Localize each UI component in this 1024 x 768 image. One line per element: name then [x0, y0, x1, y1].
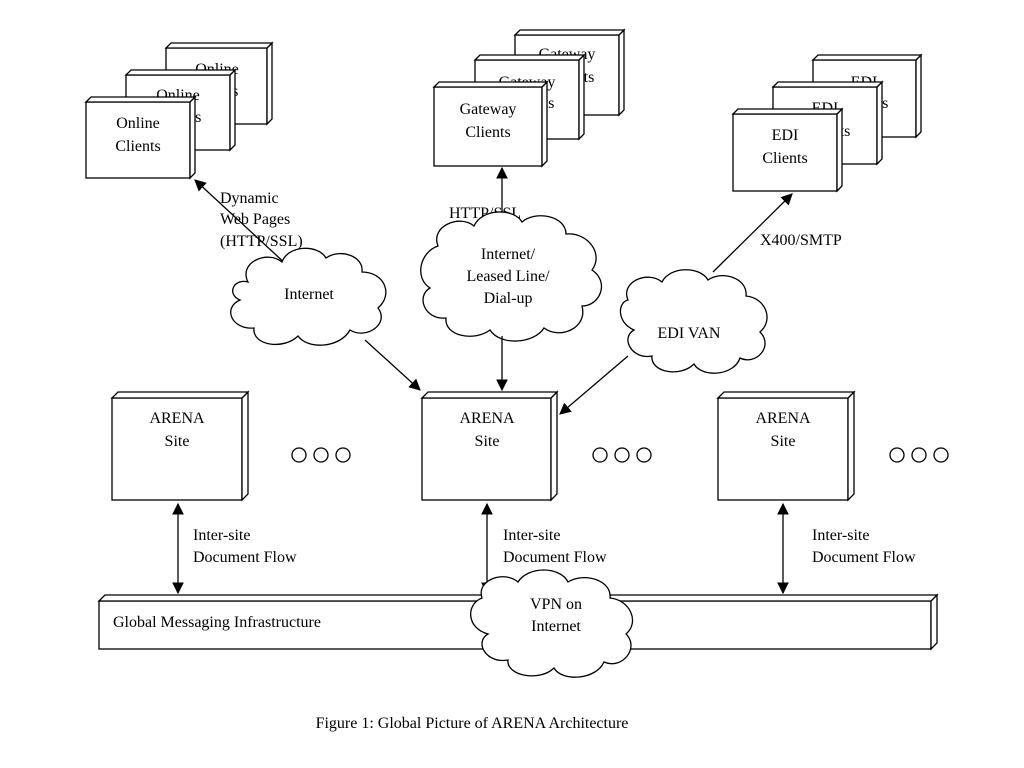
edi-van-cloud-label: EDI VAN: [658, 325, 721, 342]
edi-clients-label-line2: Clients: [762, 150, 807, 167]
inter-site-right-line1: Inter-site: [812, 527, 869, 544]
internet-cloud-label: Internet: [284, 286, 334, 303]
arrow-edivan-to-edi-clients: [712, 193, 793, 273]
site-right-label-line1: ARENA: [755, 410, 811, 427]
site-left-label-line1: ARENA: [149, 410, 205, 427]
gateway-back1-tail: ts: [544, 95, 555, 112]
figure-caption: Figure 1: Global Picture of ARENA Archit…: [316, 715, 629, 732]
inter-site-center-line1: Inter-site: [503, 527, 560, 544]
arena-site-right: ARENA Site: [716, 390, 856, 502]
edi-back1-tail: ts: [840, 123, 851, 140]
site-center-label-line2: Site: [475, 433, 500, 450]
gateway-clients-label-line1: Gateway: [460, 101, 517, 118]
online-clients-label-line2: Clients: [115, 138, 160, 155]
ellipsis-dots-3: [889, 447, 949, 463]
site-center-label-line1: ARENA: [459, 410, 515, 427]
inter-site-center-line2: Document Flow: [503, 549, 607, 566]
gateway-clients-stack: Gateway ts Gateway ts Gateway Clients: [432, 28, 626, 168]
x400-smtp-label: X400/SMTP: [760, 232, 842, 249]
edi-back2-tail: ts: [878, 95, 889, 112]
internet-cloud: Internet: [230, 247, 387, 346]
gateway-back2-tail: ts: [584, 69, 595, 86]
arena-site-center: ARENA Site: [420, 390, 559, 502]
arrow-edivan-to-site: [559, 355, 629, 415]
ellipsis-dots-1: [291, 447, 351, 463]
leased-line-cloud: Internet/ Leased Line/ Dial-up: [420, 211, 603, 342]
online-clients-stack: Online ts Online ts Online Clients: [84, 41, 274, 180]
leased-cloud-label-line1: Internet/: [481, 246, 536, 263]
inter-site-left-line1: Inter-site: [193, 527, 250, 544]
edi-client-box-front: EDI Clients: [731, 107, 844, 193]
edi-clients-stack: EDI ts EDI ts EDI Clients: [731, 53, 923, 193]
edi-clients-label-line1: EDI: [772, 127, 799, 144]
gmi-label: Global Messaging Infrastructure: [113, 614, 321, 631]
inter-site-left-line2: Document Flow: [193, 549, 297, 566]
edi-van-cloud: EDI VAN: [619, 269, 768, 374]
dynamic-link-label-line3: (HTTP/SSL): [220, 233, 303, 250]
leased-cloud-label-line2: Leased Line/: [466, 268, 550, 285]
arena-site-left: ARENA Site: [110, 390, 250, 502]
online-client-box-front: Online Clients: [84, 95, 197, 180]
site-left-label-line2: Site: [165, 433, 190, 450]
leased-cloud-label-line3: Dial-up: [484, 290, 533, 307]
gateway-client-box-front: Gateway Clients: [432, 80, 549, 168]
arrow-internet-to-online-clients: [194, 179, 289, 267]
dynamic-link-label-line1: Dynamic: [220, 190, 279, 207]
site-right-label-line2: Site: [771, 433, 796, 450]
ellipsis-dots-2: [592, 447, 652, 463]
online-back1-tail: ts: [191, 109, 202, 126]
vpn-cloud: VPN on Internet: [470, 569, 634, 678]
dynamic-link-label-line2: Web Pages: [220, 211, 290, 228]
vpn-cloud-label-line1: VPN on: [530, 596, 582, 613]
gateway-clients-label-line2: Clients: [465, 124, 510, 141]
arrow-internet-to-site: [364, 339, 421, 391]
vpn-cloud-label-line2: Internet: [531, 618, 581, 635]
online-clients-label-line1: Online: [116, 115, 160, 132]
inter-site-right-line2: Document Flow: [812, 549, 916, 566]
